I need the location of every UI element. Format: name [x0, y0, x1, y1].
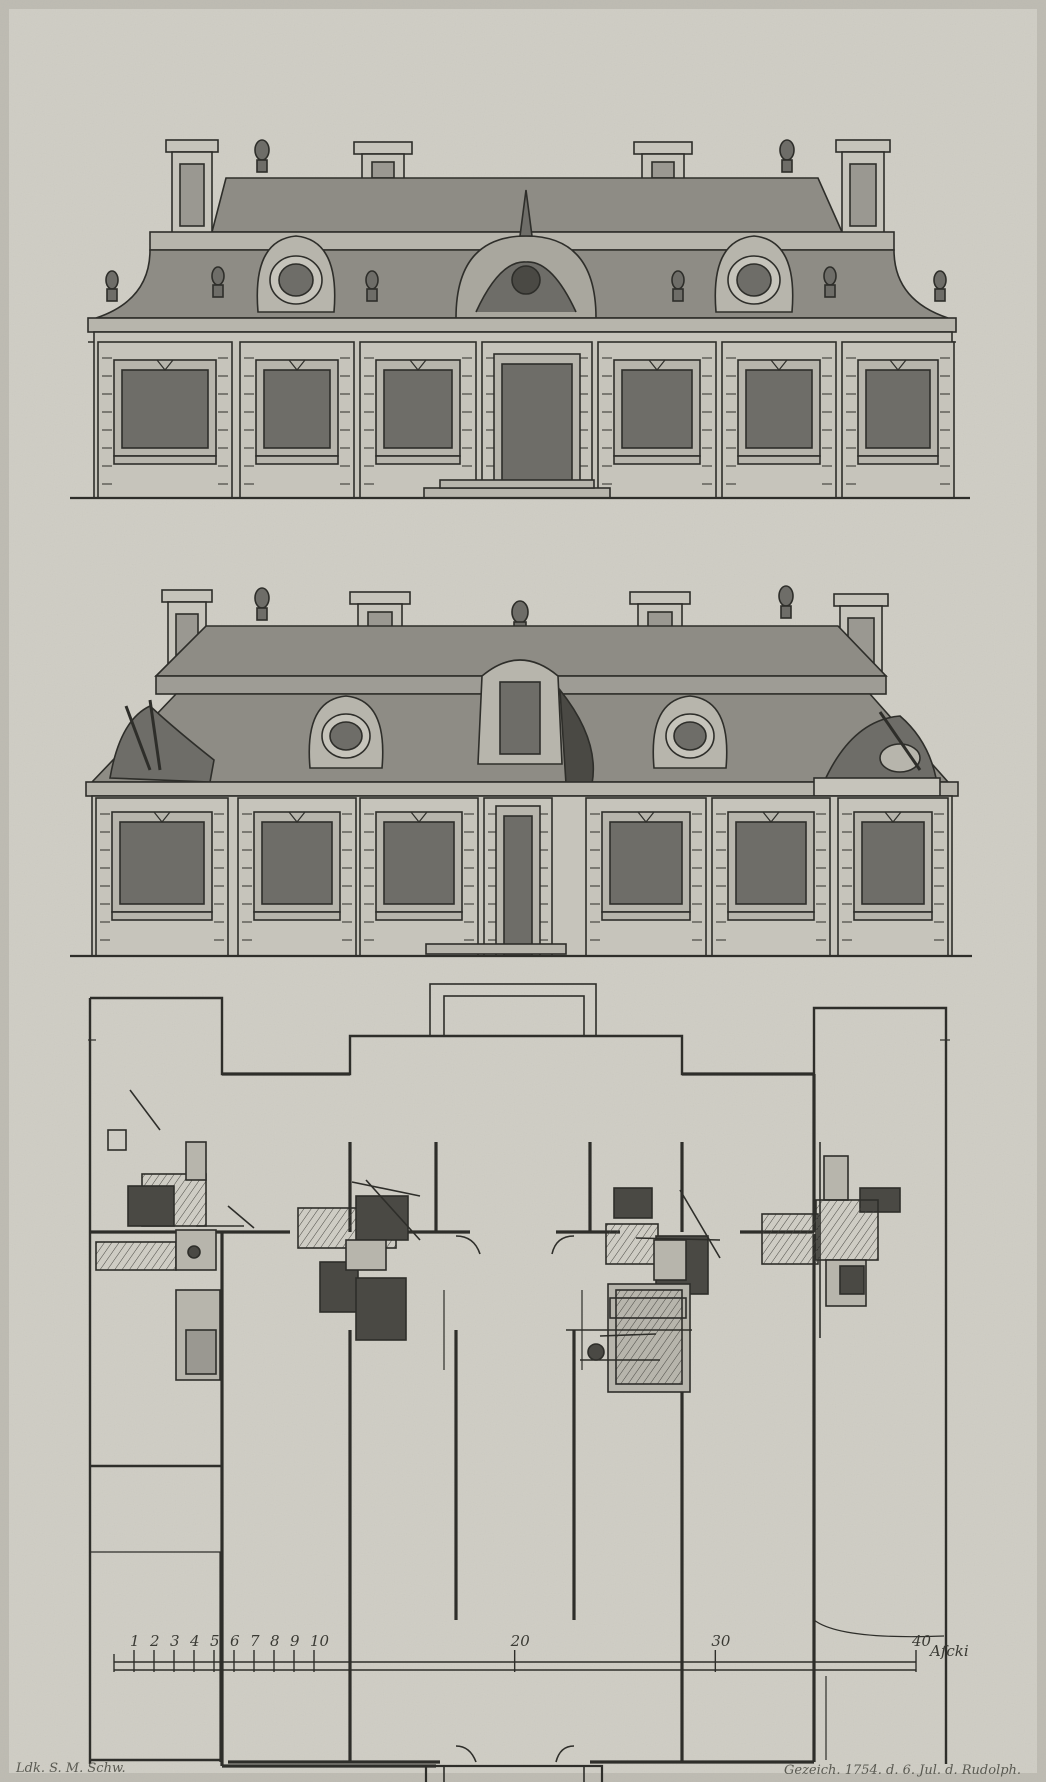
scale-unit-label: Aſcki — [928, 1642, 969, 1660]
window-bay — [711, 797, 831, 957]
trophy-ornament-left — [109, 699, 215, 783]
window-bay — [97, 341, 233, 499]
window-bay — [359, 341, 477, 499]
window-bay — [597, 341, 717, 499]
door — [501, 363, 573, 499]
window-bay — [721, 341, 837, 499]
scale-tick-label: 4 — [189, 1632, 200, 1650]
scale-tick-label: 1 — [130, 1632, 140, 1650]
scale-tick-label: 30 — [711, 1632, 731, 1650]
scale-tick-label: 3 — [170, 1632, 180, 1650]
window-sill — [853, 911, 933, 921]
plan-outline — [90, 996, 948, 1764]
window-sill — [113, 455, 217, 465]
ground-floor-plan — [88, 983, 950, 1782]
entrance-bay — [481, 341, 593, 499]
window-sill — [253, 911, 341, 921]
urn-finials-roof — [254, 585, 794, 635]
oval-dormer-right — [652, 695, 728, 769]
door — [503, 815, 533, 957]
window-bay — [359, 797, 479, 957]
scale-tick-label: 9 — [290, 1632, 300, 1650]
pediment-finial — [519, 189, 533, 237]
window-sill — [255, 455, 339, 465]
vestibule-inner — [443, 1765, 585, 1782]
oval-dormer-left — [256, 235, 336, 313]
window-pane — [121, 369, 209, 449]
scale-tick-label: 5 — [210, 1632, 220, 1650]
window-pane — [383, 369, 453, 449]
trophy-ornament-right — [822, 711, 937, 783]
window-pane — [861, 821, 925, 905]
window-sill — [375, 455, 461, 465]
scale-tick-label: 6 — [230, 1632, 240, 1650]
window-sill — [613, 455, 701, 465]
central-dormer — [477, 659, 595, 785]
stove-block-center-left — [297, 1179, 421, 1341]
entrance-steps-lower — [423, 487, 611, 499]
scale-tick-label: 40 — [911, 1632, 932, 1650]
signature-right: Gezeich. 1754. d. 6. Jul. d. Rudolph. — [784, 1763, 1021, 1778]
window-pane — [609, 821, 683, 905]
window-bay — [837, 797, 949, 957]
scale-tick-label: 20 — [510, 1632, 531, 1650]
stair-left — [95, 1205, 255, 1381]
window-pane — [383, 821, 455, 905]
entrance-steps-upper — [439, 479, 595, 489]
door-arcs — [455, 1235, 575, 1763]
window-bay — [841, 341, 955, 499]
window-pane — [745, 369, 813, 449]
stove-block-left — [107, 1089, 207, 1227]
window-sill — [111, 911, 213, 921]
window-sill — [727, 911, 815, 921]
scale-tick-label: 10 — [310, 1632, 330, 1650]
window-bay — [237, 797, 357, 957]
wall-openings — [88, 1039, 950, 1762]
scale-tick-label: 7 — [250, 1632, 260, 1650]
window-pane — [261, 821, 333, 905]
central-room-details — [566, 1283, 692, 1393]
window-pane — [735, 821, 807, 905]
urn-finial-left — [254, 139, 270, 173]
chimney-left — [165, 139, 219, 235]
window-pane — [119, 821, 205, 905]
entrance-step — [425, 943, 567, 955]
oval-dormer-right — [714, 235, 794, 313]
maker-mark-left: Ldk. S. M. Schw. — [15, 1761, 126, 1776]
window-sill — [375, 911, 463, 921]
window-bay — [585, 797, 707, 957]
urn-finial-right — [779, 139, 795, 173]
pediment-crest — [511, 265, 541, 295]
window-pane — [621, 369, 693, 449]
scale-tick-label: 2 — [149, 1632, 160, 1650]
window-bay — [95, 797, 229, 957]
oval-dormer-left — [308, 695, 384, 769]
roof-urns — [105, 266, 947, 302]
cornice-block-right — [813, 777, 941, 797]
window-sill — [857, 455, 939, 465]
interior-walls — [90, 1072, 816, 1768]
window-pane — [263, 369, 331, 449]
window-bay — [239, 341, 355, 499]
scale-tick-label: 8 — [270, 1632, 280, 1650]
window-sill — [601, 911, 691, 921]
chimney-right — [835, 139, 891, 235]
entrance-bay — [483, 797, 553, 957]
window-pane — [865, 369, 931, 449]
front-elevation — [70, 139, 970, 500]
garden-elevation — [70, 585, 972, 958]
window-sill — [737, 455, 821, 465]
stove-block-right — [761, 1142, 901, 1338]
cornice — [87, 317, 957, 333]
